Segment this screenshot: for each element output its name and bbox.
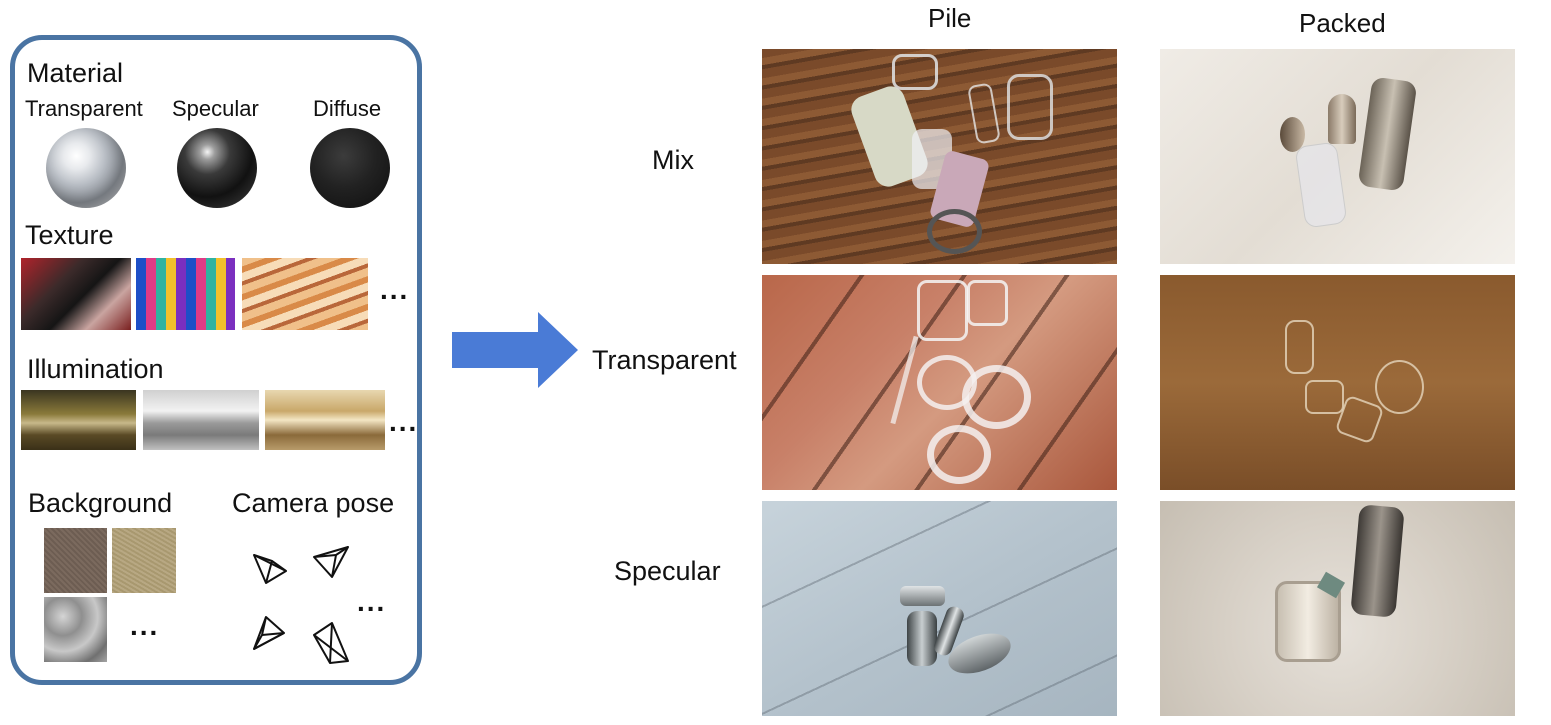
render-specular-pile: [762, 501, 1117, 716]
camera-more-ellipsis: ...: [357, 586, 387, 617]
background-thumbnail: [112, 528, 176, 593]
camera-frustum-icon: [313, 622, 349, 664]
camera-frustum-icon: [253, 616, 285, 650]
camera-frustum-icon: [253, 554, 287, 584]
render-mix-packed: [1160, 49, 1515, 264]
background-thumbnail: [44, 528, 107, 593]
background-more-ellipsis: ...: [130, 610, 160, 641]
texture-more-ellipsis: ...: [380, 274, 410, 305]
texture-thumbnail: [136, 258, 235, 330]
texture-title: Texture: [25, 220, 114, 250]
transparent-sphere-icon: [46, 128, 126, 208]
material-label-specular: Specular: [172, 96, 259, 121]
render-transparent-pile: [762, 275, 1117, 490]
background-title: Background: [28, 488, 173, 518]
specular-sphere-icon: [177, 128, 257, 208]
illumination-thumbnail: [265, 390, 385, 450]
illumination-more-ellipsis: ...: [389, 406, 419, 437]
render-specular-packed: [1160, 501, 1515, 716]
column-header-packed: Packed: [1299, 8, 1386, 38]
camera-pose-title: Camera pose: [232, 488, 395, 518]
column-header-pile: Pile: [928, 3, 972, 33]
material-title: Material: [27, 58, 124, 88]
illumination-thumbnail: [143, 390, 259, 450]
illumination-title: Illumination: [27, 354, 164, 384]
camera-pose-icons: [253, 546, 349, 664]
row-label-mix: Mix: [652, 145, 694, 175]
texture-thumbnail: [21, 258, 131, 330]
right-arrow-icon: [452, 312, 578, 388]
texture-thumbnail: [242, 258, 368, 330]
dataset-factors-panel: [10, 35, 422, 685]
illumination-thumbnail: [21, 390, 136, 450]
material-label-diffuse: Diffuse: [313, 96, 382, 121]
render-mix-pile: [762, 49, 1117, 264]
row-label-specular: Specular: [614, 556, 721, 586]
row-label-transparent: Transparent: [592, 345, 737, 375]
camera-frustum-icon: [313, 546, 349, 578]
diffuse-sphere-icon: [310, 128, 390, 208]
render-transparent-packed: [1160, 275, 1515, 490]
background-thumbnail: [44, 597, 107, 662]
material-label-transparent: Transparent: [25, 96, 143, 121]
